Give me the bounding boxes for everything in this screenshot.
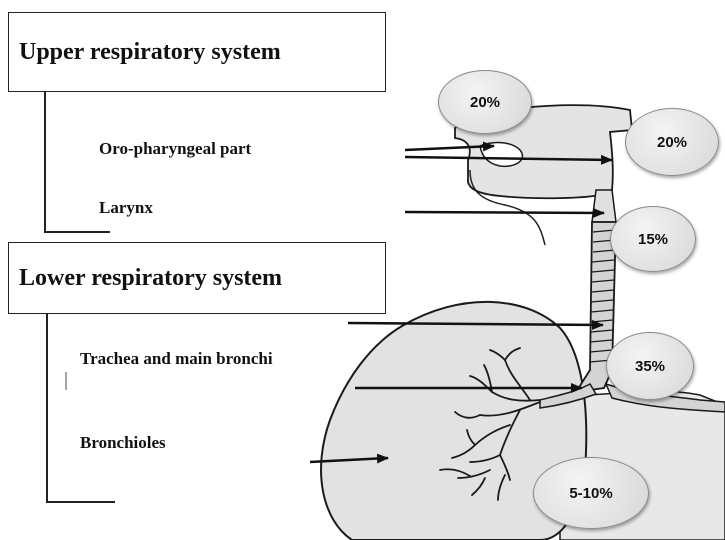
bronchioles-percentage-badge: 5-10% xyxy=(533,457,649,529)
larynx-percentage-value: 15% xyxy=(638,231,668,248)
top-percentage-badge: 20% xyxy=(438,70,532,134)
arrow-larynx xyxy=(405,212,604,213)
oro-pharyngeal-label: Oro-pharyngeal part xyxy=(99,139,251,159)
oro-pharyngeal-percentage-badge: 20% xyxy=(625,108,719,176)
lower-respiratory-header: Lower respiratory system xyxy=(8,242,386,314)
lower-bracket-line xyxy=(47,314,115,502)
arrow-trachea xyxy=(348,323,603,325)
upper-respiratory-header: Upper respiratory system xyxy=(8,12,386,92)
oro-pharyngeal-percentage-value: 20% xyxy=(657,134,687,151)
larynx-percentage-badge: 15% xyxy=(610,206,696,272)
trachea-label: Trachea and main bronchi xyxy=(80,349,273,369)
trachea-percentage-value: 35% xyxy=(635,358,665,375)
lower-respiratory-title: Lower respiratory system xyxy=(19,265,282,292)
top-percentage-value: 20% xyxy=(470,94,500,111)
upper-respiratory-title: Upper respiratory system xyxy=(19,39,281,66)
larynx-shape xyxy=(592,190,616,222)
larynx-label: Larynx xyxy=(99,198,153,218)
bronchioles-label: Bronchioles xyxy=(80,433,166,453)
trachea-percentage-badge: 35% xyxy=(606,332,694,400)
bronchioles-percentage-value: 5-10% xyxy=(569,485,612,502)
